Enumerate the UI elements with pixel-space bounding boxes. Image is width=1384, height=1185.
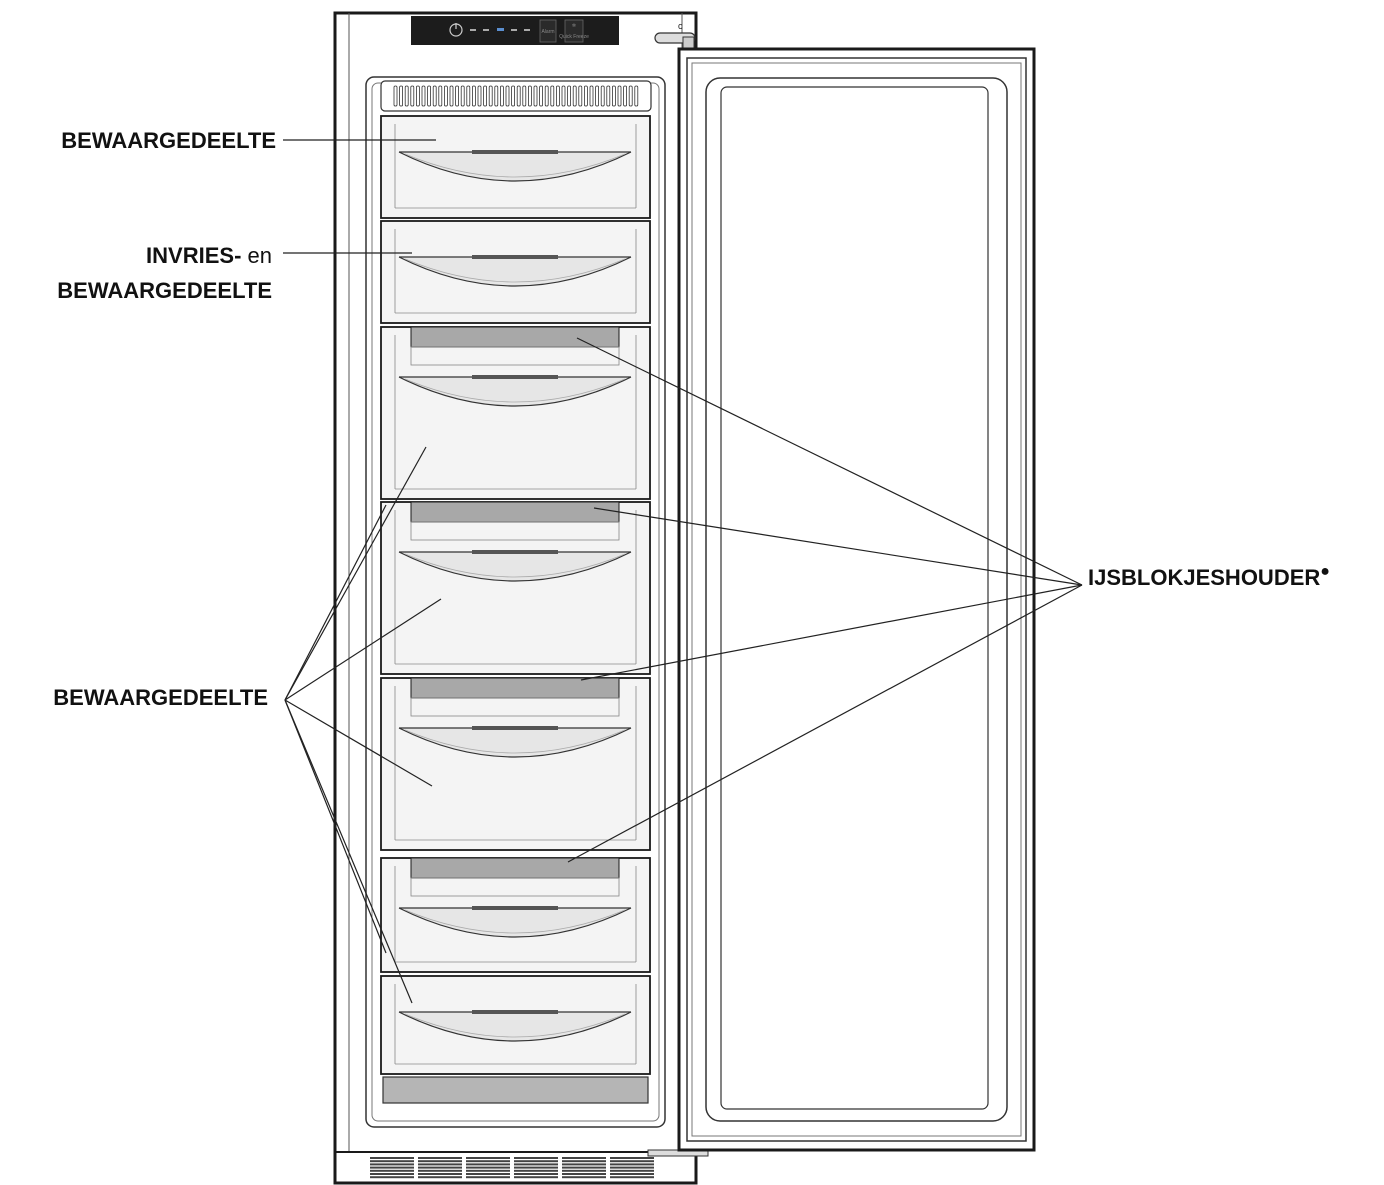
label-freeze-storage-line2: BEWAARGEDEELTE: [57, 278, 272, 303]
drawer[interactable]: [380, 677, 651, 851]
drawer-stack: [380, 115, 651, 1075]
control-panel: Alarm ✲ Quick Freeze: [411, 16, 619, 45]
label-lower-storage: BEWAARGEDEELTE: [53, 685, 268, 710]
drawer-handle[interactable]: [398, 150, 632, 182]
drawer-handle[interactable]: [398, 375, 632, 407]
bottom-vent-grille: [370, 1157, 654, 1179]
svg-text:c: c: [678, 21, 683, 31]
ice-cube-tray[interactable]: [410, 857, 620, 897]
ice-cube-tray[interactable]: [410, 326, 620, 366]
drawer-handle[interactable]: [398, 906, 632, 938]
quick-freeze-label: Quick Freeze: [559, 34, 589, 40]
quick-freeze-button[interactable]: [564, 19, 584, 43]
bottom-plate: [382, 1076, 649, 1104]
drawer-handle[interactable]: [398, 550, 632, 582]
drawer[interactable]: [380, 326, 651, 500]
label-top-storage: BEWAARGEDEELTE: [61, 128, 276, 153]
optional-bullet-icon: ●: [1320, 563, 1330, 580]
top-vent-grille: [380, 80, 652, 112]
label-freeze-and: en: [241, 243, 272, 268]
drawer-handle[interactable]: [398, 255, 632, 287]
drawer-handle[interactable]: [398, 1010, 632, 1042]
upper-hinge: c: [654, 21, 696, 52]
label-ice-tray: IJSBLOKJESHOUDER●: [1088, 563, 1330, 590]
ice-cube-tray[interactable]: [410, 677, 620, 717]
drawer-handle[interactable]: [398, 726, 632, 758]
label-freeze-bold: INVRIES-: [146, 243, 241, 268]
drawer[interactable]: [380, 975, 651, 1075]
drawer[interactable]: [380, 857, 651, 973]
drawer[interactable]: [380, 220, 651, 324]
snowflake-icon: ✲: [572, 23, 576, 29]
drawer[interactable]: [380, 501, 651, 675]
freezer-door: [677, 47, 1036, 1152]
drawer[interactable]: [380, 115, 651, 219]
alarm-button[interactable]: [539, 19, 557, 43]
label-ice-tray-text: IJSBLOKJESHOUDER: [1088, 565, 1320, 590]
label-freeze-storage-line1: INVRIES- en: [146, 243, 272, 268]
alarm-label: Alarm: [541, 29, 554, 35]
leader-lines: [283, 139, 1083, 1004]
